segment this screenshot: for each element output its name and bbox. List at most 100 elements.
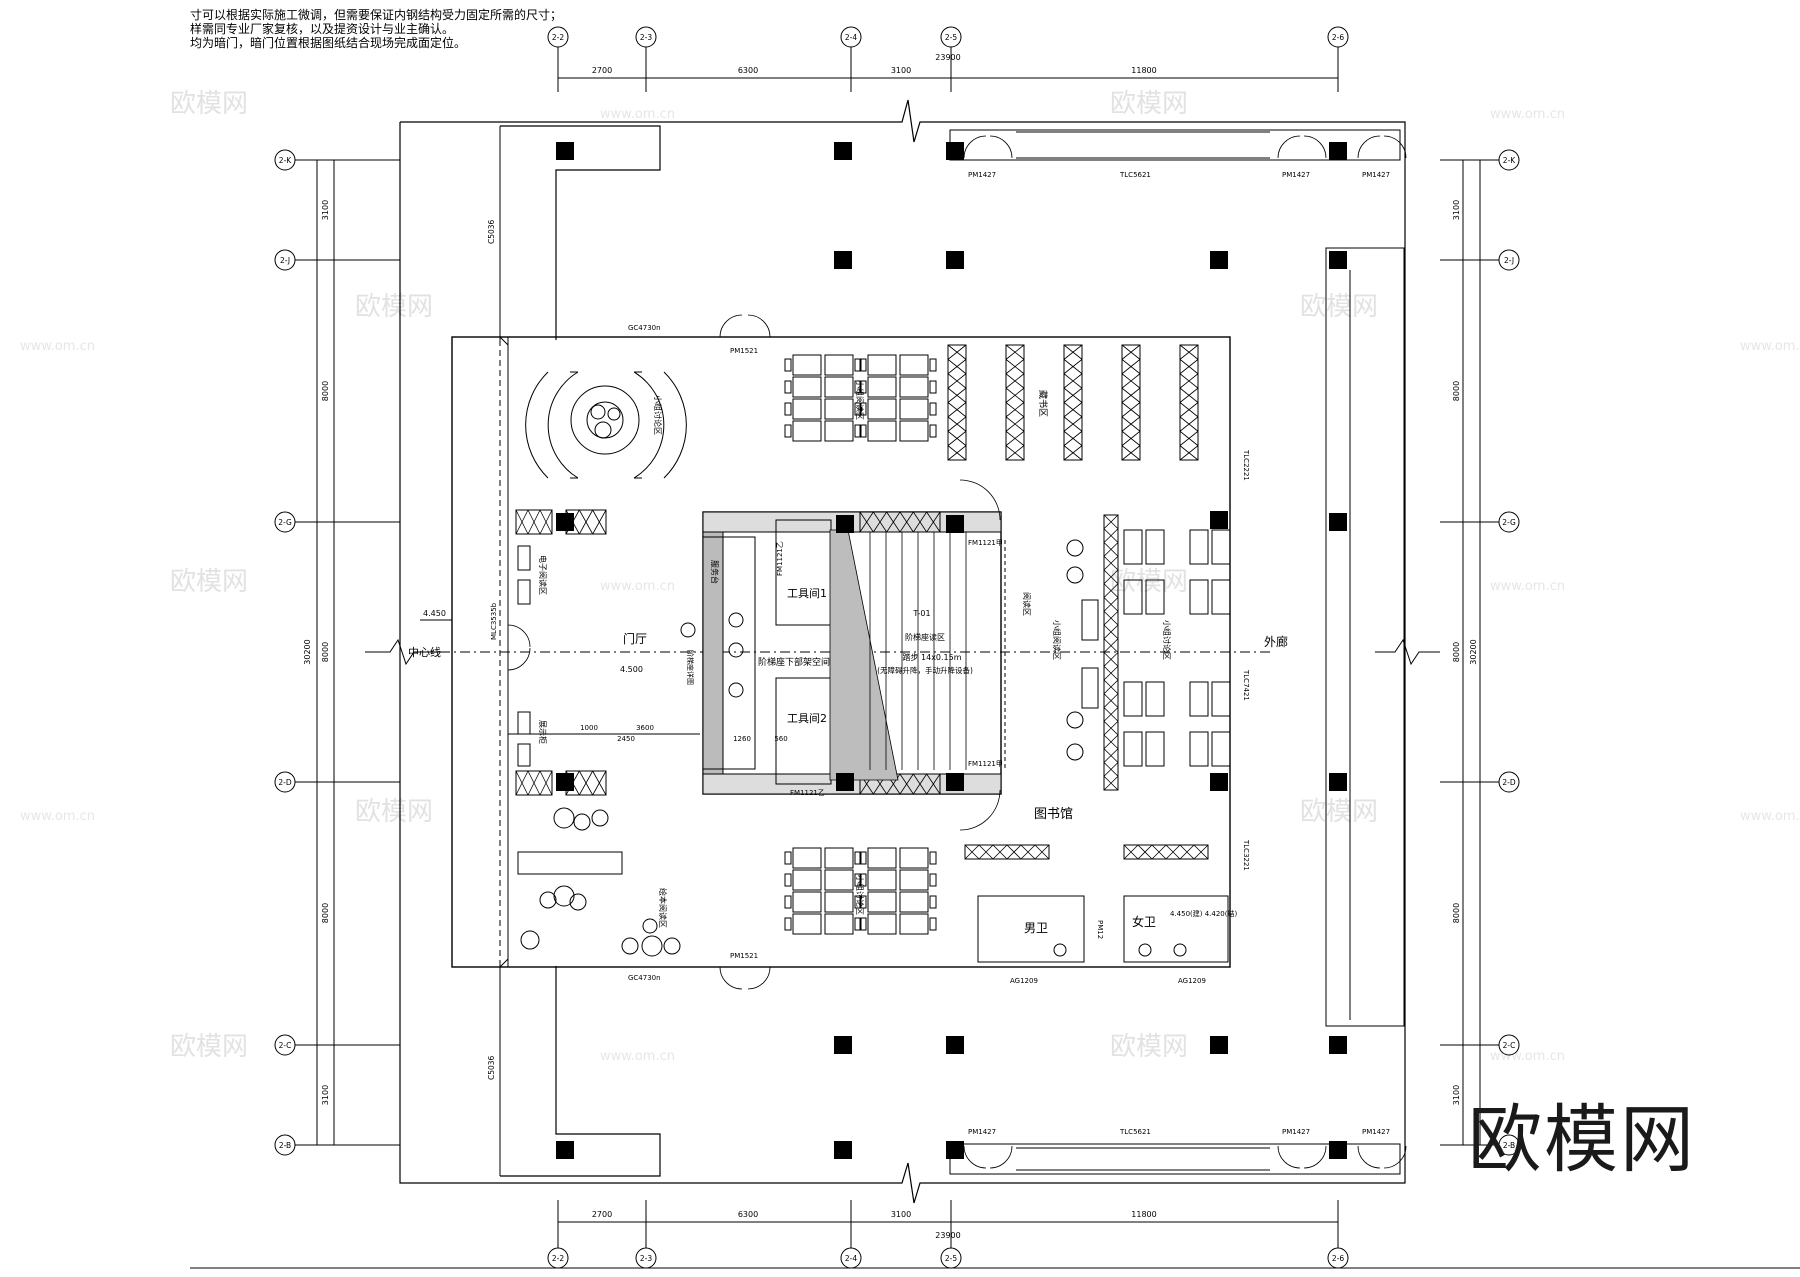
grid-col-top-0-label: 2-2 [552,33,564,42]
reading-table [1123,681,1143,717]
structural-column [556,1141,574,1159]
level-wc: 4.450(建) 4.420(结) [1170,909,1237,918]
study-table-bl [792,847,822,869]
tag-pm1427-top: PM1427 [1282,171,1310,179]
dim-side-label: 8000 [321,903,330,923]
door-swing-top [1357,135,1407,159]
book-shelf [1121,344,1141,461]
tag-pm1427-bottom: PM1427 [1362,1128,1390,1136]
tag-pm1427-top: PM1427 [968,171,996,179]
corner-bottom-left [452,958,509,968]
label-outer-corridor: 外廊 [1264,634,1288,649]
structural-column [1329,251,1347,269]
watermark-text: 欧模网 [170,1032,248,1062]
study-table-bl-chair [784,917,792,931]
wing-wall-top [500,125,661,340]
watermark-url: www.om.cn [600,1049,675,1064]
stair-void-hatch [829,529,899,781]
column-lobby-bottom [556,773,574,791]
tag-ag1209-left: AG1209 [1010,977,1038,985]
watermark-text: 欧模网 [170,89,248,119]
door-swing-pm1521-top [719,314,771,338]
watermark-text: 欧模网 [355,797,433,827]
structural-column [556,142,574,160]
study-table-bl-chair [854,917,862,931]
study-table-tr [867,398,897,420]
tag-tlc2221: TLC2221 [1242,449,1250,481]
dim-side-total-right: 30200 [1469,639,1478,664]
pb-seat [569,893,587,911]
wing-wall-bottom [500,966,661,1177]
study-table-tr-chair [859,424,867,438]
tag-pm1521-top: PM1521 [730,347,758,355]
grid-col-bottom-1-label: 2-3 [640,1254,652,1263]
pb-seat [553,885,575,907]
desk-seat [728,642,744,658]
tag-gc4730-top: GC4730n [628,324,661,332]
reading-table [1211,579,1231,615]
study-table-br-chair [859,917,867,931]
reading-table [1211,731,1231,767]
dim-bottom-label: 11800 [1131,1210,1156,1219]
tag-pm12: PM12 [1096,920,1104,939]
study-table-tl [792,376,822,398]
watermark-text: 欧模网 [170,567,248,597]
shelf-library-low-2 [1123,844,1209,860]
dim-side-label-right: 8000 [1452,642,1461,662]
womens-wc [1123,895,1229,963]
study-table-tl [792,420,822,442]
grid-row-left-1-label: 2-J [280,256,290,265]
break-mark-right [1375,638,1440,666]
study-table-tr [867,376,897,398]
study-table-tr-chair [859,380,867,394]
label-stair-void: 阶梯座下部架空间 [758,656,830,668]
study-table-bl [792,869,822,891]
reading-table [1211,529,1231,565]
study-table-tl [792,398,822,420]
brand-logo-text: 欧模网 [1468,1097,1696,1183]
tag-pm1427-bottom: PM1427 [1282,1128,1310,1136]
e-reader-3 [517,711,531,735]
study-table-br-chair [929,851,937,865]
discussion-ring [570,385,640,455]
grid-col-bottom-0-label: 2-2 [552,1254,564,1263]
corner-top-left [452,336,509,346]
study-table-bl-chair [854,851,862,865]
label-lobby: 门厅 [623,631,647,646]
structural-column [1210,511,1228,529]
study-table-tr-chair [929,380,937,394]
watermark-url: www.om.cn [1490,1049,1565,1064]
structural-column [946,142,964,160]
structural-column [1329,142,1347,160]
study-table-br [867,869,897,891]
label-small-reading-a: 小组阅读区 [855,380,865,420]
dim-side-label-right: 8000 [1452,381,1461,401]
watermark-url: www.om.cn [1490,579,1565,594]
core-shelf-top [859,511,941,533]
study-table-br [899,869,929,891]
watermark-url: www.om.cn [600,107,675,122]
reading-table [1123,731,1143,767]
study-table-tl-chair [854,424,862,438]
structural-column [1329,1036,1347,1054]
pb-seat [553,807,575,829]
study-table-tl-chair [784,358,792,372]
label-picture-book: 绘本阅读区 [658,888,668,928]
tag-fm1121b-top: FM1121乙 [776,541,784,576]
door-swing-top [963,135,1013,159]
dim-side-label: 8000 [321,381,330,401]
study-table-br-chair [929,873,937,887]
inner-dim-1: 1000 [580,724,598,732]
watermark-text: 欧模网 [1110,89,1188,119]
door-swing-bottom [1277,1145,1327,1169]
tag-fm1121b-bottom: FM1121乙 [790,789,825,797]
fire-door-swings [959,479,1001,831]
grid-row-left-0-label: 2-K [279,156,292,165]
structural-column [1210,1036,1228,1054]
grid-col-top-1-label: 2-3 [640,33,652,42]
break-mark-left [365,638,440,666]
structural-column [1329,513,1347,531]
core-hatch-left [702,511,724,795]
study-table-br-chair [929,917,937,931]
